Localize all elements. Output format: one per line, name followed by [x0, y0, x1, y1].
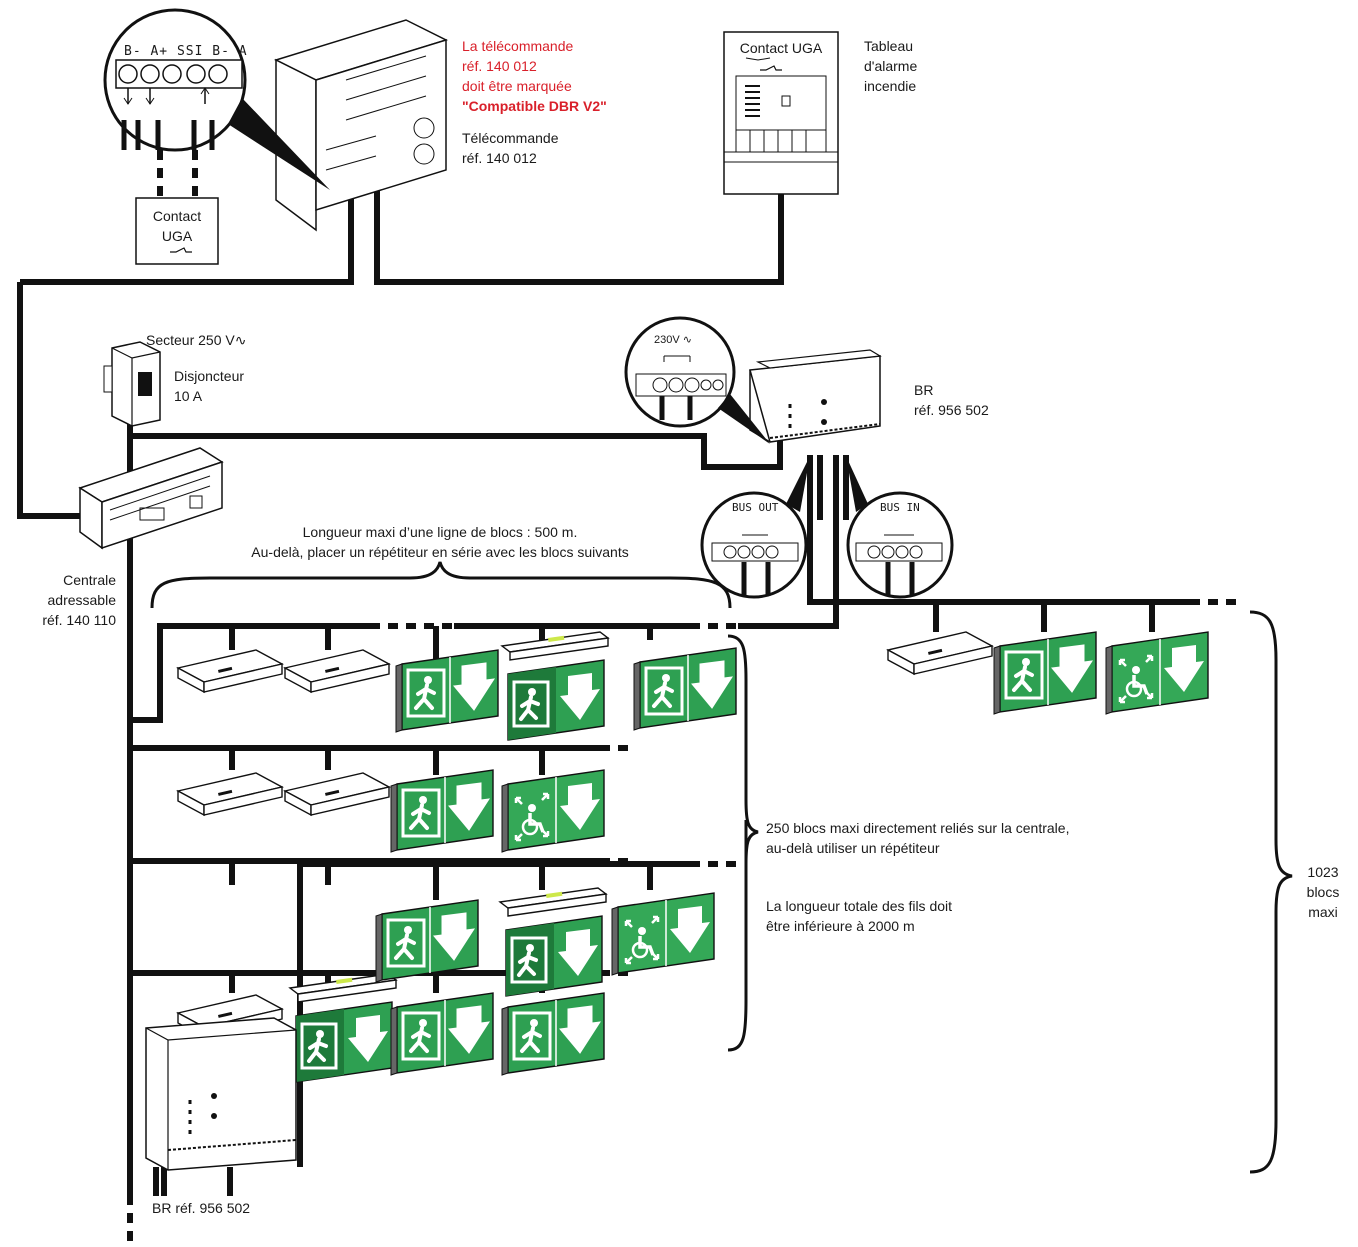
pmr-sign-r5 — [610, 891, 716, 977]
wire-length-line2: être inférieure à 2000 m — [766, 918, 915, 934]
br-230v-zoom — [624, 316, 770, 444]
mains-label-text: Secteur 250 V — [146, 332, 235, 348]
brace-250-blocks — [727, 634, 759, 1052]
total-blocks-note: 1023 blocs maxi — [1300, 862, 1346, 922]
contact-uga-box — [135, 197, 219, 265]
terminal-label-a: A — [238, 44, 248, 59]
ceiling-block-r2-1 — [177, 772, 283, 816]
remote-name: Télécommande — [462, 130, 559, 146]
alarm-panel-label: Tableau d'alarme incendie — [864, 36, 917, 96]
remote-label: Télécommande réf. 140 012 — [462, 128, 559, 168]
breaker-line2: 10 A — [174, 388, 203, 404]
ceiling-block-right — [887, 631, 993, 675]
bus-out-label: BUS OUT — [732, 501, 779, 514]
br-top-name: BR — [914, 382, 934, 398]
total-blocks-line2: blocs — [1306, 884, 1340, 900]
ceiling-block-r1-1 — [177, 649, 283, 693]
terminal-label-a-plus: A+ — [150, 44, 169, 59]
blocks-limit-note: 250 blocs maxi directement reliés sur la… — [766, 818, 1069, 858]
br-bottom-label: BR réf. 956 502 — [152, 1200, 251, 1216]
bus-in-label: BUS IN — [880, 501, 920, 514]
alarm-panel-line1: Tableau — [864, 38, 914, 54]
pmr-sign-right — [1104, 630, 1210, 716]
line-length-line1: Longueur maxi d’une ligne de blocs : 500… — [302, 524, 578, 540]
remote-note-line1: La télécommande — [462, 38, 574, 54]
remote-note-line2: réf. 140 012 — [462, 58, 537, 74]
exit-sign-r2 — [389, 768, 495, 854]
remote-note-line4: "Compatible DBR V2" — [462, 98, 607, 114]
br-module-bottom — [145, 1017, 297, 1171]
br-top-label: BR réf. 956 502 — [914, 380, 989, 420]
central-line1: Centrale — [63, 572, 116, 588]
central-line3: réf. 140 110 — [42, 612, 116, 628]
ceiling-block-r2-2 — [284, 772, 390, 816]
contact-uga-small-line1: Contact — [152, 208, 202, 224]
wire-length-line1: La longueur totale des fils doit — [766, 898, 953, 914]
alarm-panel-line2: d'alarme — [864, 58, 918, 74]
uga-contact-symbol — [170, 65, 782, 253]
terminal-label-ssi: SSI — [176, 44, 204, 59]
br-voltage-text: 230V — [654, 334, 680, 346]
ceiling-block-r1-2 — [284, 649, 390, 693]
exit-sign-r1-2 — [632, 646, 738, 732]
circuit-breaker — [103, 341, 161, 427]
contact-uga-small-line2: UGA — [161, 228, 193, 244]
breaker-label: Disjoncteur 10 A — [174, 366, 244, 406]
exit-sign-r4-2 — [500, 991, 606, 1077]
mains-label: Secteur 250 V∿ — [146, 330, 246, 350]
dashed-wires — [127, 150, 1240, 1247]
total-blocks-line3: maxi — [1308, 904, 1338, 920]
terminal-zoom — [103, 8, 330, 190]
remote-note-line3: doit être marquée — [462, 78, 572, 94]
blocks-limit-line2: au-delà utiliser un répétiteur — [766, 840, 940, 856]
alarm-panel — [723, 31, 839, 195]
central-label: Centrale adressable réf. 140 110 — [20, 570, 116, 630]
addressable-central — [78, 447, 224, 550]
brace-line-length — [150, 561, 732, 609]
exit-sign-hanging-r1 — [500, 630, 610, 742]
remote-ref: réf. 140 012 — [462, 150, 537, 166]
terminal-label-b-minus-2: B- — [212, 44, 230, 59]
contact-uga-small-label: Contact UGA — [140, 206, 214, 246]
ac-wave-icon: ∿ — [682, 334, 692, 346]
bus-in-zoom — [846, 456, 954, 599]
br-voltage-label: 230V ∿ — [654, 330, 692, 350]
remote-compat-note: La télécommande réf. 140 012 doit être m… — [462, 36, 607, 116]
terminal-label-b-minus: B- — [124, 44, 142, 59]
br-top-ref: réf. 956 502 — [914, 402, 989, 418]
line-length-line2: Au-delà, placer un répétiteur en série a… — [251, 544, 629, 560]
alarm-panel-contact-label: Contact UGA — [739, 40, 823, 56]
pmr-sign-r2 — [500, 768, 606, 854]
bus-out-zoom — [700, 456, 810, 599]
remote-control-device — [273, 19, 449, 232]
exit-sign-r4-1 — [389, 991, 495, 1077]
central-line2: adressable — [47, 592, 117, 608]
line-length-note: Longueur maxi d’une ligne de blocs : 500… — [180, 522, 700, 562]
breaker-line1: Disjoncteur — [174, 368, 245, 384]
br-module-top — [749, 349, 882, 443]
terminal-labels: B- A+ SSI B- A — [124, 42, 248, 62]
exit-sign-hanging-r4 — [288, 972, 398, 1084]
brace-1023-blocks — [1249, 610, 1293, 1174]
exit-sign-hanging-r5 — [498, 886, 608, 998]
exit-sign-right — [992, 630, 1098, 716]
exit-sign-r5 — [374, 898, 480, 984]
exit-sign-r1-1 — [394, 648, 500, 734]
alarm-panel-line3: incendie — [864, 78, 917, 94]
ac-wave-icon: ∿ — [234, 332, 247, 348]
wire-length-note: La longueur totale des fils doit être in… — [766, 896, 952, 936]
blocks-limit-line1: 250 blocs maxi directement reliés sur la… — [766, 820, 1070, 836]
total-blocks-line1: 1023 — [1307, 864, 1339, 880]
